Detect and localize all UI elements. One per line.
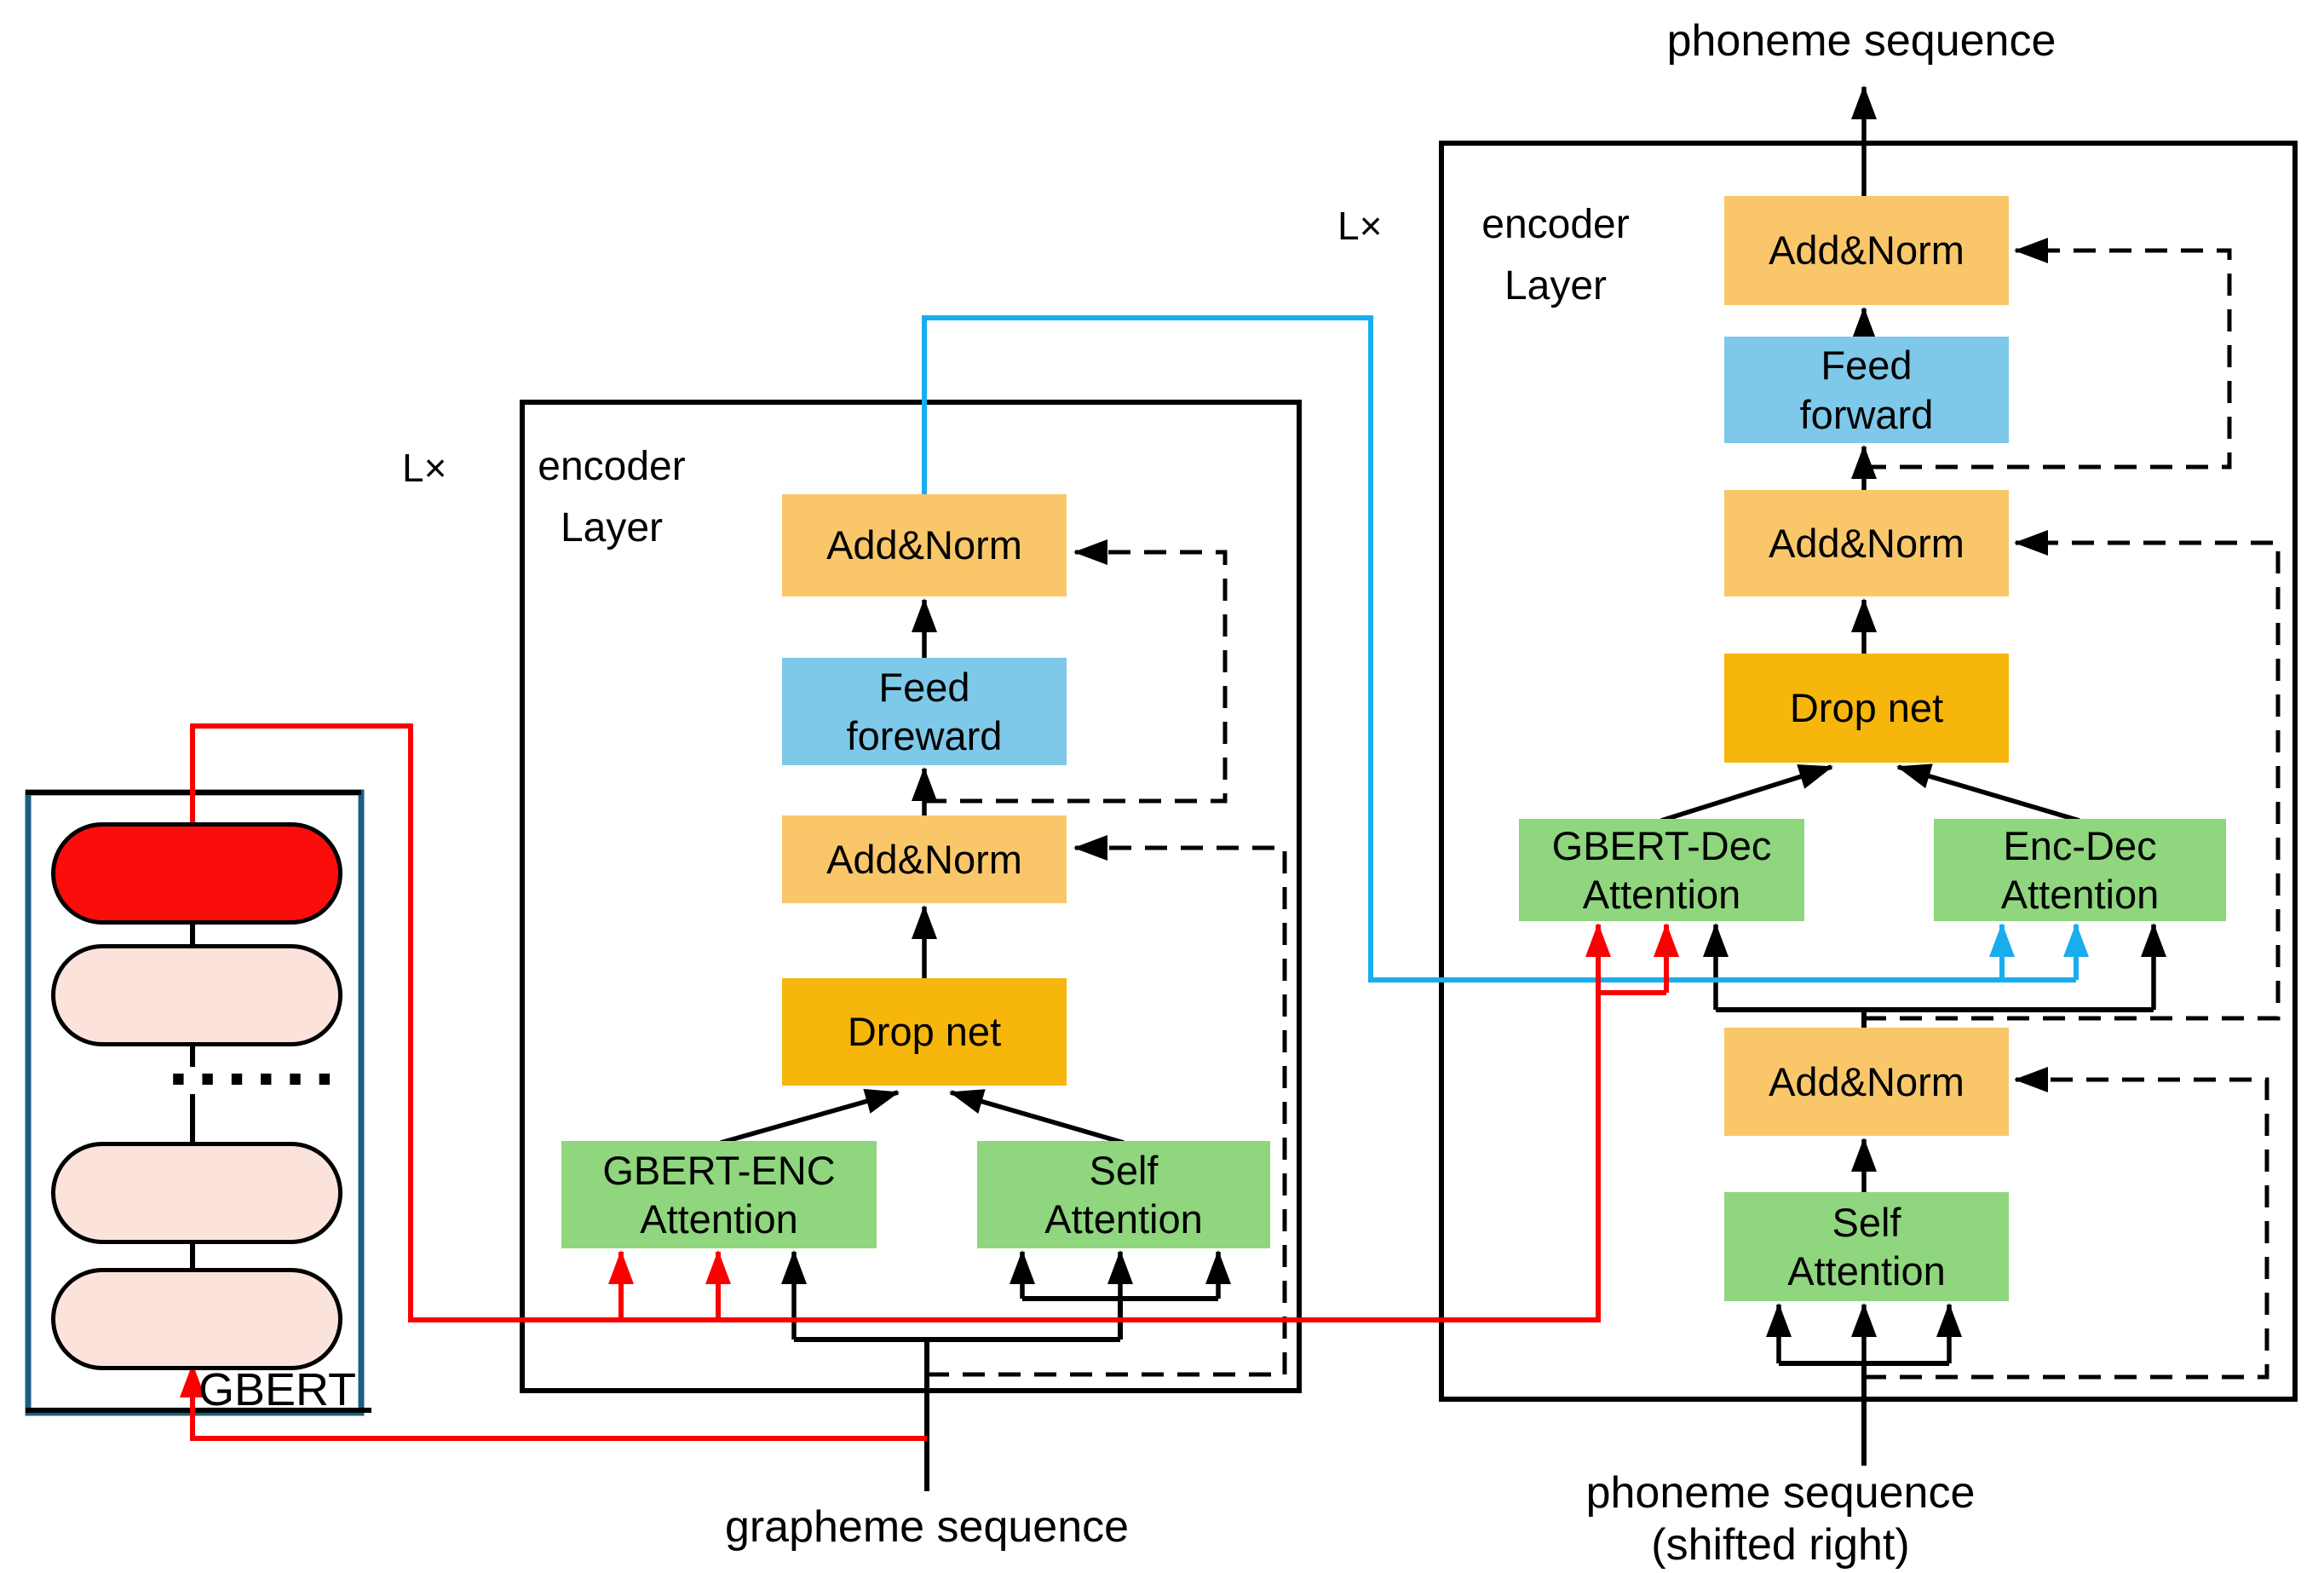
decoder-self-attention: Self Attention bbox=[1724, 1192, 2009, 1301]
decoder-add-norm-mid: Add&Norm bbox=[1724, 490, 2009, 596]
decoder-repeat-label: L× bbox=[1337, 204, 1383, 248]
encoder-add-norm-top: Add&Norm bbox=[782, 494, 1067, 596]
phoneme-output-label: phoneme sequence bbox=[1666, 16, 2057, 66]
gbert-input-red-line bbox=[180, 1363, 927, 1441]
encoder-drop-net: Drop net bbox=[782, 978, 1067, 1086]
gbert-layer-pill-4 bbox=[51, 1268, 342, 1370]
gbert-label: GBERT bbox=[198, 1364, 356, 1415]
decoder-drop-net: Drop net bbox=[1724, 654, 2009, 763]
decoder-gbert-dec-attention: GBERT-Dec Attention bbox=[1519, 819, 1804, 921]
encoder-gbert-enc-attention: GBERT-ENC Attention bbox=[561, 1141, 877, 1248]
decoder-enc-dec-attention: Enc-Dec Attention bbox=[1934, 819, 2226, 921]
encoder-layer-box bbox=[520, 400, 1302, 1393]
gbert-layer-pill-2 bbox=[51, 944, 342, 1046]
phoneme-input-label: phoneme sequence (shifted right) bbox=[1585, 1468, 1976, 1570]
gbert-layer-pill-top bbox=[51, 822, 342, 925]
encoder-feed-forward: Feed foreward bbox=[782, 658, 1067, 765]
decoder-attention-residual-dashed bbox=[1864, 530, 2281, 1021]
encoder-self-attention: Self Attention bbox=[977, 1141, 1270, 1248]
encoder-layer-title: encoder Layer bbox=[538, 444, 686, 550]
encoder-black-lines bbox=[720, 598, 1231, 1491]
encoder-feedforward-residual-dashed bbox=[924, 539, 1228, 804]
gbert-ellipsis: ······ bbox=[168, 1036, 343, 1121]
encoder-repeat-label: L× bbox=[402, 446, 447, 490]
decoder-layer-box bbox=[1439, 141, 2298, 1402]
gbert-layer-pill-3 bbox=[51, 1142, 342, 1244]
encoder-add-norm-mid: Add&Norm bbox=[782, 815, 1067, 903]
encoder-attention-residual-dashed bbox=[927, 835, 1287, 1377]
decoder-black-lines bbox=[1660, 85, 2166, 1466]
decoder-layer-title: encoder Layer bbox=[1481, 202, 1630, 308]
encoder-output-cyan-line bbox=[922, 315, 2076, 982]
decoder-add-norm-top: Add&Norm bbox=[1724, 196, 2009, 305]
grapheme-input-label: grapheme sequence bbox=[724, 1502, 1130, 1552]
decoder-feedforward-residual-dashed bbox=[1864, 238, 2232, 470]
decoder-feed-forward: Feed forward bbox=[1724, 337, 2009, 443]
decoder-add-norm-low: Add&Norm bbox=[1724, 1028, 2009, 1136]
decoder-selfattention-residual-dashed bbox=[1864, 1067, 2269, 1380]
